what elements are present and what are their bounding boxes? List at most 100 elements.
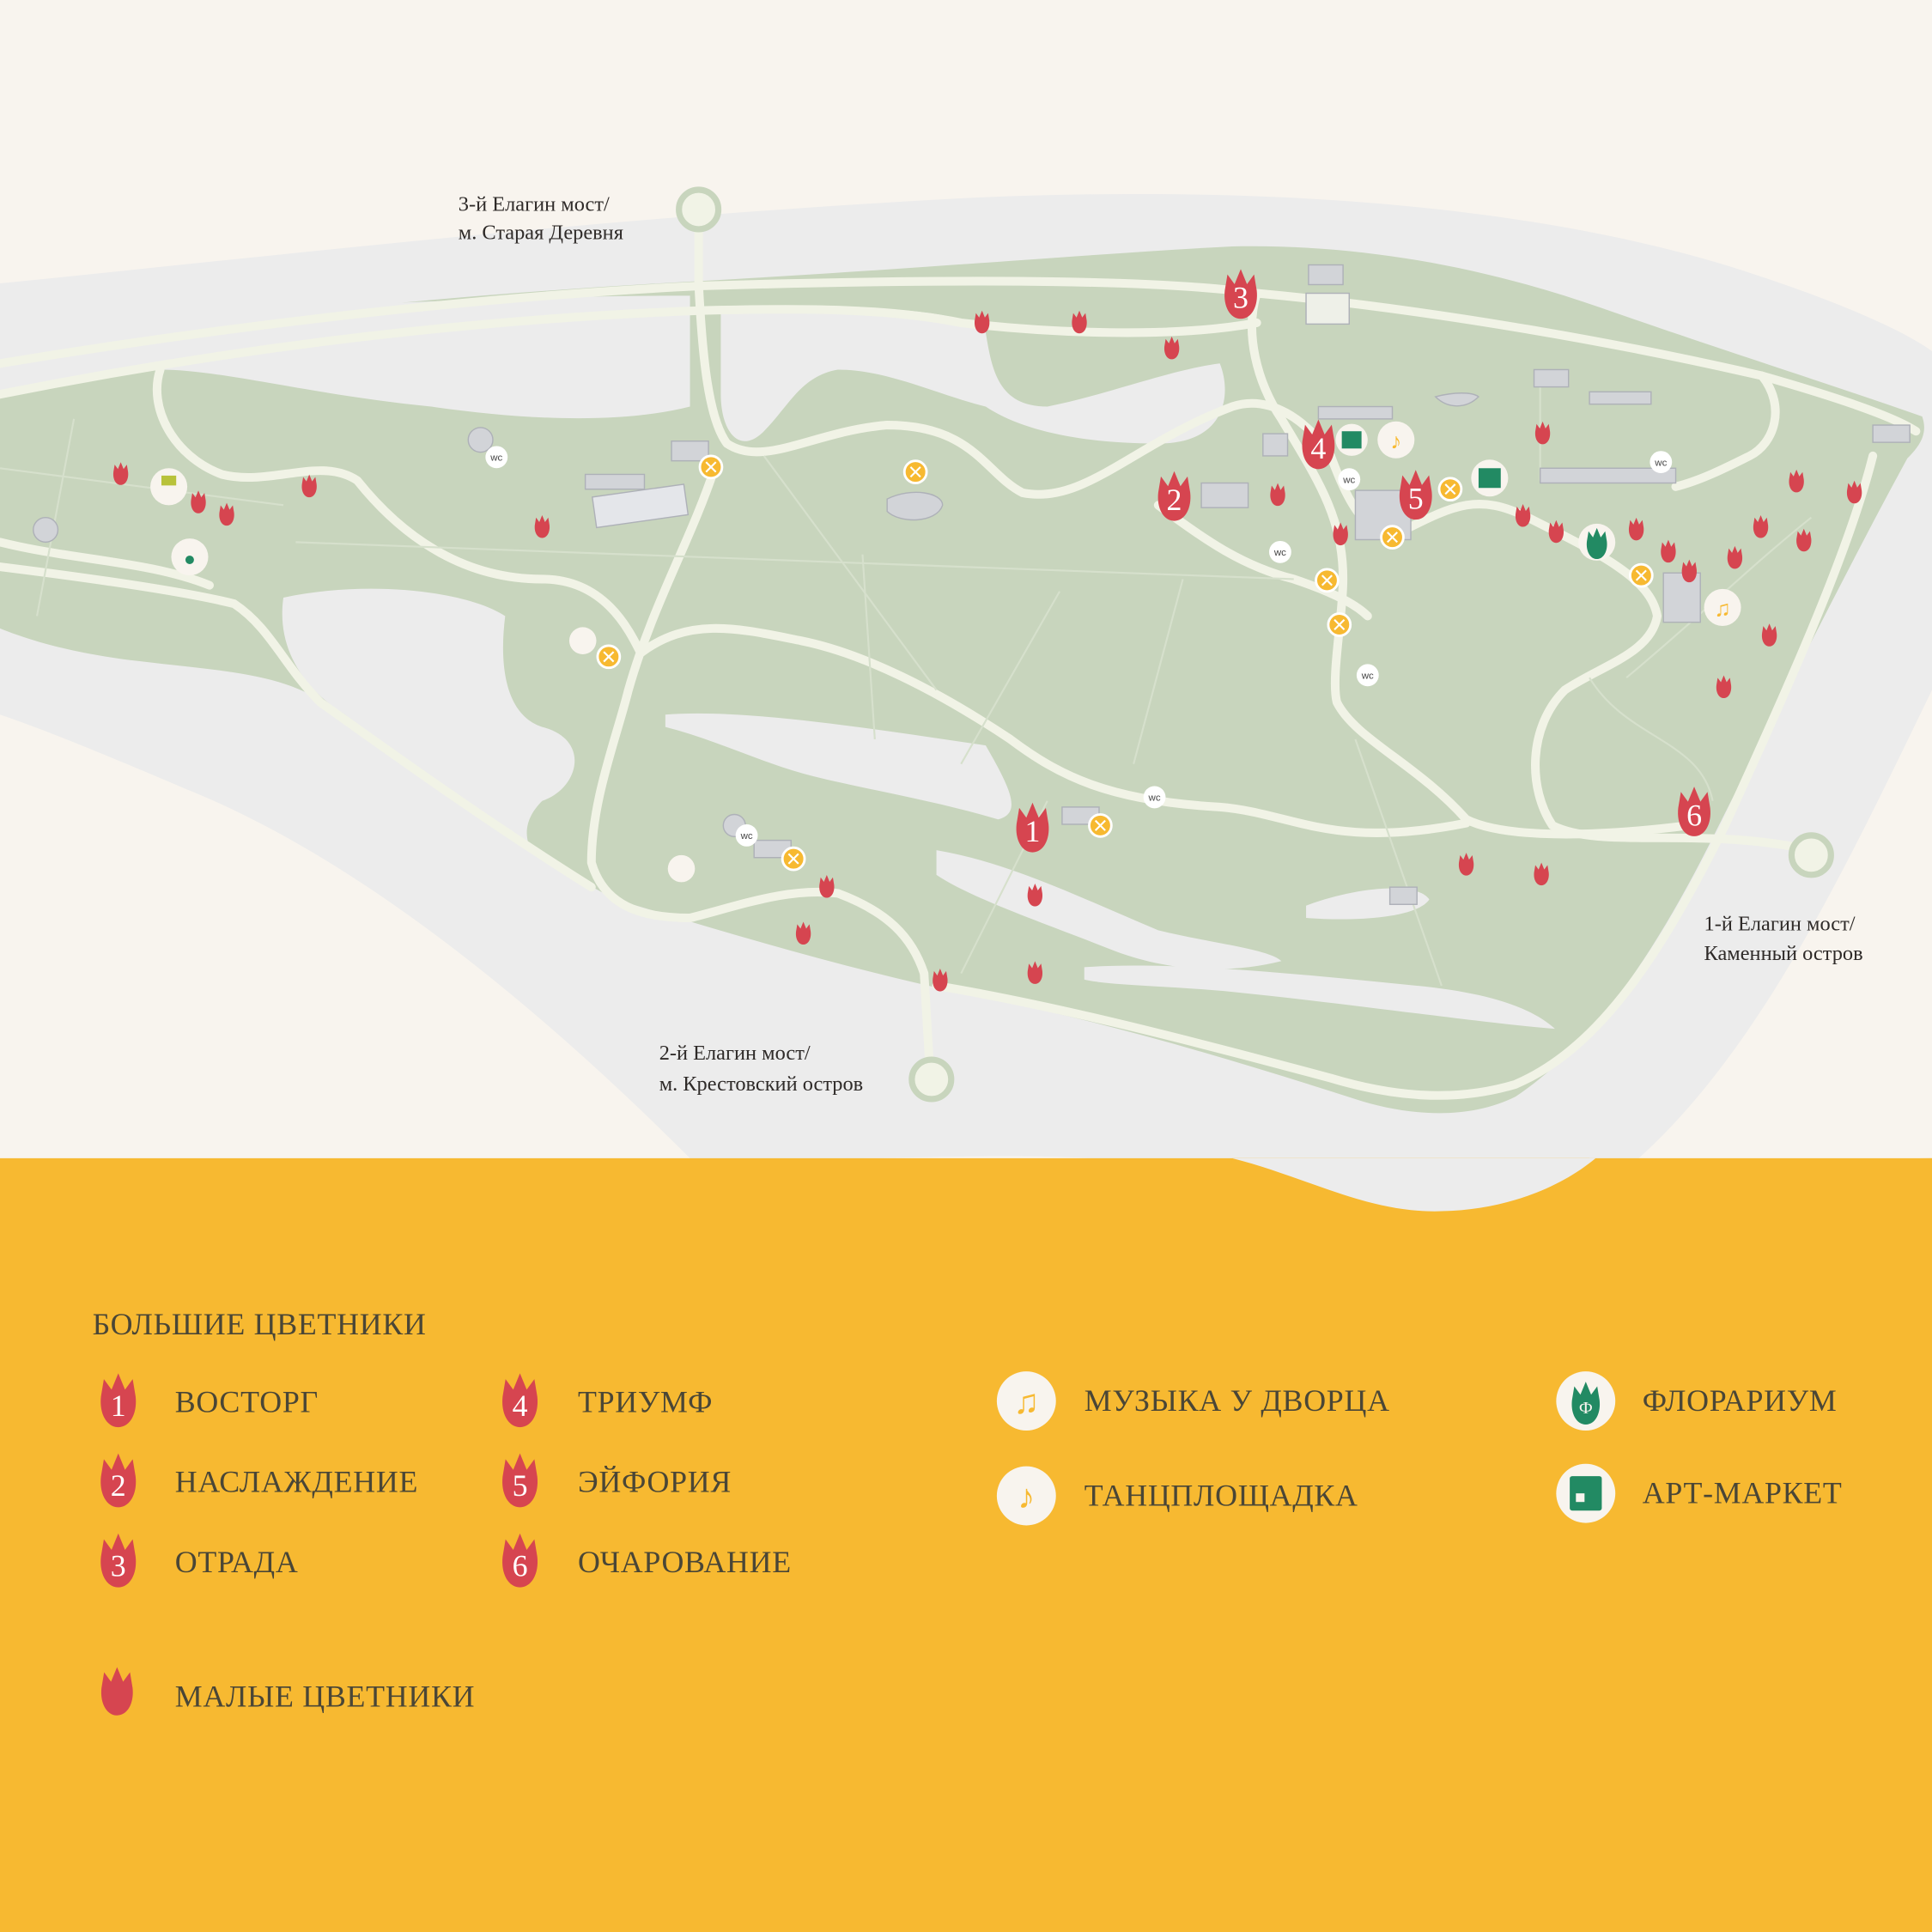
- bridge-3-marker: [676, 186, 722, 233]
- map-icon-dancer[interactable]: ♪: [1377, 421, 1415, 459]
- florarium-icon: [1571, 1382, 1601, 1425]
- map-icon-playground[interactable]: [568, 627, 696, 883]
- art-market-icon: [1341, 431, 1362, 449]
- cafe-marker[interactable]: [1437, 477, 1463, 502]
- cafe-marker[interactable]: [596, 644, 622, 670]
- svg-text:АРТ-МАРКЕТ: АРТ-МАРКЕТ: [1643, 1476, 1843, 1510]
- bridge-label-1: 1-й Елагин мост/ Каменный остров: [1704, 912, 1863, 964]
- ponds: [0, 295, 1555, 1030]
- legend-title: БОЛЬШИЕ ЦВЕТНИКИ: [93, 1307, 427, 1341]
- art-market-icon: [1478, 468, 1501, 489]
- svg-text:3-й Елагин мост/: 3-й Елагин мост/: [459, 192, 610, 216]
- flowerbed-marker-5[interactable]: 5: [1399, 470, 1432, 520]
- legend-label: ЭЙФОРИЯ: [578, 1465, 732, 1499]
- flowerbed-number: 4: [1310, 431, 1326, 465]
- svg-text:Каменный остров: Каменный остров: [1704, 942, 1863, 965]
- flowerbed-marker-2[interactable]: 2: [1157, 471, 1191, 521]
- flowerbed-marker-4[interactable]: 4: [1302, 419, 1335, 470]
- map-icon-zoo[interactable]: ●: [171, 538, 209, 576]
- wc-markers: wc wc wc wc wc wc wc: [485, 446, 1673, 847]
- cutlery-icon: [1635, 569, 1647, 581]
- wc-marker[interactable]: wc: [1268, 540, 1291, 563]
- cafe-marker[interactable]: [1380, 525, 1405, 550]
- flowerbed-marker-6[interactable]: 6: [1678, 787, 1710, 836]
- map-icon-art-market[interactable]: [1471, 459, 1509, 497]
- cutlery-icon: [1334, 619, 1346, 631]
- cafe-marker[interactable]: [1315, 568, 1340, 593]
- legend-number: 4: [513, 1388, 528, 1423]
- wc-marker[interactable]: wc: [1356, 664, 1379, 687]
- wc-label: wc: [1361, 671, 1374, 682]
- legend-number: 5: [513, 1468, 528, 1503]
- flowerbed-number: 6: [1686, 798, 1702, 832]
- cutlery-icon: [705, 461, 717, 473]
- wc-label: wc: [1148, 793, 1161, 804]
- big-flowerbeds: 1 2 3 4 5 6: [1016, 269, 1710, 853]
- legend-label: ВОСТОРГ: [175, 1384, 319, 1419]
- paths: [0, 204, 1921, 1100]
- svg-text:Ф: Ф: [1579, 1399, 1593, 1418]
- wc-label: wc: [1654, 458, 1667, 468]
- cutlery-icon: [603, 651, 615, 663]
- cafe-marker[interactable]: [781, 846, 806, 872]
- cafe-markers: [596, 454, 1654, 872]
- cutlery-icon: [1321, 574, 1333, 586]
- map-icon-florarium[interactable]: [1578, 523, 1616, 561]
- dancer-icon: ♪: [1018, 1477, 1035, 1516]
- cutlery-icon: [909, 466, 921, 478]
- legend-label: ОЧАРОВАНИЕ: [578, 1545, 792, 1579]
- legend-number: 2: [111, 1468, 126, 1503]
- water-edge: [1231, 1157, 1596, 1212]
- island-park: [0, 246, 1924, 1114]
- buildings: [33, 264, 1911, 905]
- cafe-marker[interactable]: [902, 459, 928, 484]
- svg-text:МУЗЫКА У ДВОРЦА: МУЗЫКА У ДВОРЦА: [1084, 1383, 1390, 1418]
- cutlery-icon: [1444, 483, 1456, 495]
- legend-label: НАСЛАЖДЕНИЕ: [175, 1465, 418, 1499]
- map-icon-lyre[interactable]: ♫: [1704, 588, 1741, 626]
- cutlery-icon: [1094, 819, 1106, 831]
- wc-label: wc: [1342, 476, 1355, 486]
- aptown-logo-icon: [161, 475, 177, 486]
- legend-item-music: ♫ МУЗЫКА У ДВОРЦА: [996, 1371, 1390, 1431]
- cutlery-icon: [1386, 532, 1398, 544]
- wc-label: wc: [1273, 548, 1286, 558]
- legend-panel: [0, 1157, 1932, 1932]
- legend-item-flowerbed-4: 4 ТРИУМФ: [502, 1373, 713, 1428]
- map-icon-aptown[interactable]: [150, 468, 188, 506]
- cafe-marker[interactable]: [1327, 612, 1352, 637]
- wc-marker[interactable]: wc: [1649, 451, 1673, 474]
- wc-marker[interactable]: wc: [1338, 468, 1361, 491]
- svg-text:м. Крестовский остров: м. Крестовский остров: [659, 1072, 863, 1096]
- legend-number: 3: [111, 1548, 126, 1583]
- wc-marker[interactable]: wc: [1143, 786, 1166, 809]
- flowerbed-number: 2: [1167, 483, 1182, 517]
- flowerbed-marker-3[interactable]: 3: [1224, 269, 1257, 319]
- cutlery-icon: [787, 853, 799, 865]
- svg-text:м. Старая Деревня: м. Старая Деревня: [459, 221, 623, 244]
- wc-marker[interactable]: wc: [735, 823, 758, 847]
- legend-item-flowerbed-1: 1 ВОСТОРГ: [100, 1373, 319, 1428]
- legend-item-florarium: Ф ФЛОРАРИУМ: [1556, 1371, 1837, 1431]
- cafe-marker[interactable]: [1629, 562, 1654, 588]
- flowerbed-marker-1[interactable]: 1: [1016, 802, 1049, 853]
- cafe-marker[interactable]: [698, 454, 724, 480]
- legend-label: ТРИУМФ: [578, 1384, 713, 1419]
- flowerbed-number: 5: [1408, 482, 1424, 516]
- legend-item-art-market: АРТ-МАРКЕТ: [1556, 1463, 1843, 1523]
- legend-item-flowerbed-5: 5 ЭЙФОРИЯ: [502, 1453, 732, 1508]
- lyre-icon: ♫: [1013, 1382, 1039, 1421]
- map-icon-art-market-2[interactable]: [1335, 423, 1368, 456]
- legend-number: 1: [111, 1388, 126, 1423]
- art-market-icon: [1570, 1476, 1602, 1511]
- wc-marker[interactable]: wc: [485, 446, 508, 469]
- florarium-icon: [1586, 527, 1607, 560]
- bridge-2-marker: [908, 1056, 955, 1103]
- legend-item-small-flowerbeds: МАЛЫЕ ЦВЕТНИКИ: [100, 1667, 475, 1716]
- cafe-marker[interactable]: [1088, 813, 1113, 838]
- svg-text:1-й Елагин мост/: 1-й Елагин мост/: [1704, 912, 1856, 935]
